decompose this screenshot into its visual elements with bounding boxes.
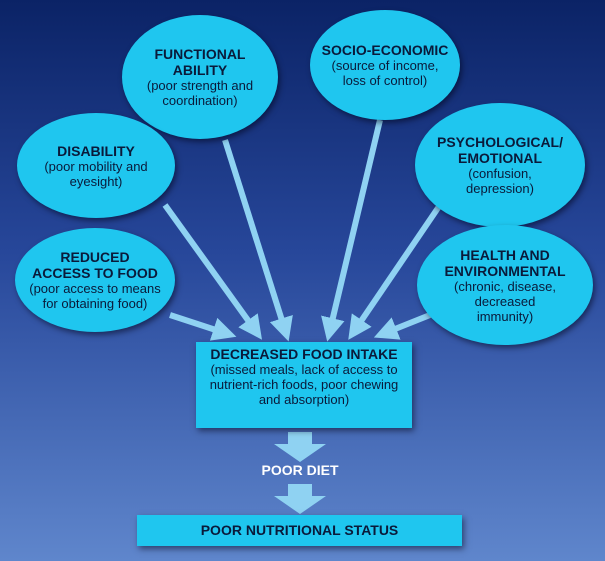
cause-title: HEALTH AND ENVIRONMENTAL	[444, 246, 566, 279]
arrow-socio	[321, 119, 383, 342]
intake-title: DECREASED FOOD INTAKE	[210, 346, 398, 362]
cause-title: REDUCED ACCESS TO FOOD	[32, 249, 158, 281]
cause-title: PSYCHOLOGICAL/ EMOTIONAL	[436, 134, 563, 166]
arrow-health	[373, 312, 432, 340]
arrow-disability	[162, 203, 263, 340]
cause-detail: (poor strength and coordination)	[146, 78, 254, 108]
cause-title: FUNCTIONAL ABILITY	[154, 46, 246, 78]
arrow-psych	[348, 203, 443, 340]
cause-detail: (chronic, disease, decreased immunity)	[454, 278, 556, 324]
cause-detail: (poor access to means for obtaining food…	[29, 281, 161, 311]
cause-detail: (source of income, loss of control)	[331, 58, 439, 88]
cause-detail: (confusion, depression)	[466, 166, 534, 196]
arrow-functional	[222, 139, 293, 342]
down-arrow-2	[274, 484, 326, 514]
down-arrow-1	[274, 432, 326, 462]
cause-reduced-access: REDUCED ACCESS TO FOOD(poor access to me…	[15, 228, 175, 332]
cause-title: SOCIO-ECONOMIC	[321, 42, 449, 58]
cause-socio-economic: SOCIO-ECONOMIC(source of income, loss of…	[310, 10, 460, 120]
decreased-food-intake-box: DECREASED FOOD INTAKE (missed meals, lac…	[196, 342, 412, 428]
cause-functional-ability: FUNCTIONAL ABILITY(poor strength and coo…	[122, 15, 278, 139]
arrow-access	[169, 312, 237, 341]
poor-diet-label: POOR DIET	[261, 462, 339, 478]
cause-psychological: PSYCHOLOGICAL/ EMOTIONAL(confusion, depr…	[415, 103, 585, 227]
poor-nutritional-status-box: POOR NUTRITIONAL STATUS	[137, 515, 462, 546]
cause-title: DISABILITY	[57, 142, 135, 159]
cause-detail: (poor mobility and eyesight)	[44, 158, 148, 189]
intake-detail: (missed meals, lack of access to nutrien…	[209, 362, 399, 407]
cause-health-environmental: HEALTH AND ENVIRONMENTAL(chronic, diseas…	[417, 225, 593, 345]
cause-disability: DISABILITY(poor mobility and eyesight)	[17, 113, 175, 218]
